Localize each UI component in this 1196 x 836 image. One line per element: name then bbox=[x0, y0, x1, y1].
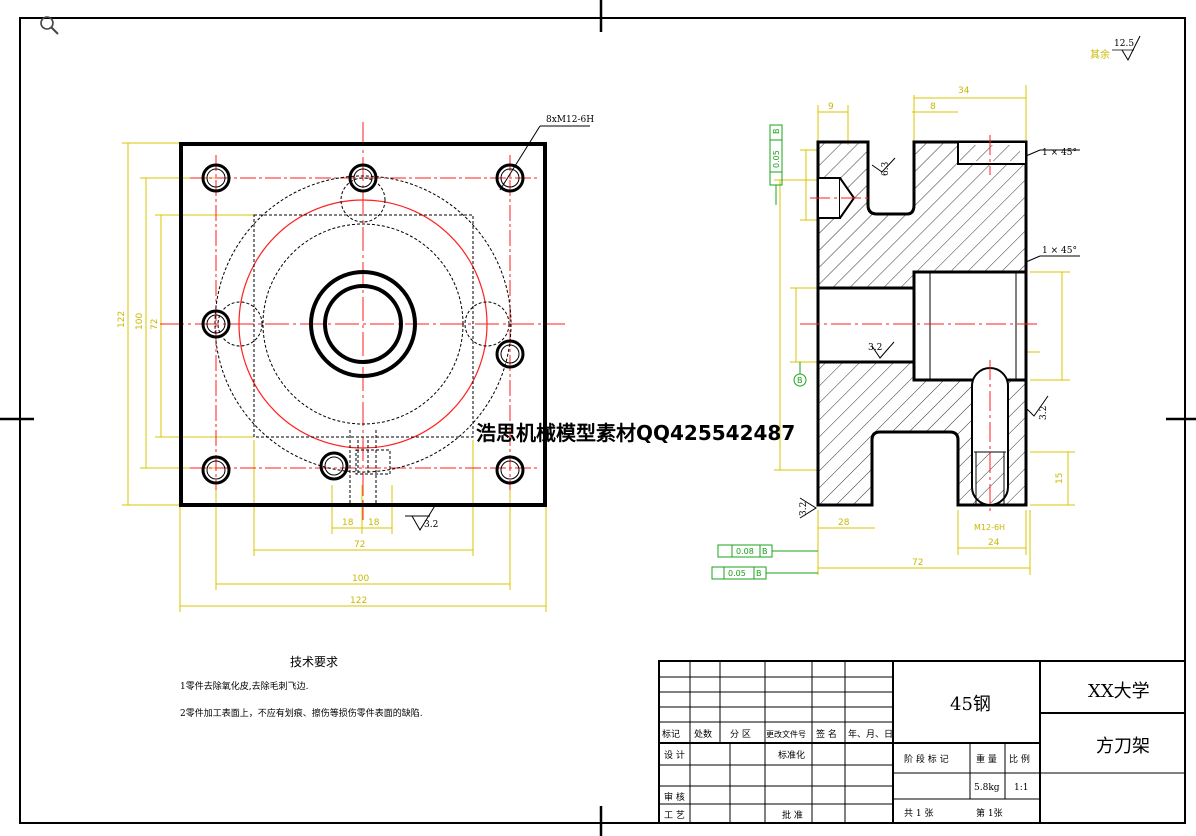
tol-mid-datum: B bbox=[762, 547, 768, 556]
svg-text:8xM12-6H: 8xM12-6H bbox=[546, 115, 594, 125]
tol-bot-datum: B bbox=[756, 569, 762, 578]
tol-top-datum: B bbox=[772, 129, 781, 135]
svg-text:标准化: 标准化 bbox=[778, 749, 805, 761]
tech-req-2: 2零件加工表面上，不应有划痕、擦伤等损伤零件表面的缺陷. bbox=[180, 707, 423, 719]
technical-requirements: 技术要求 1零件去除氧化皮,去除毛刺飞边. 2零件加工表面上，不应有划痕、擦伤等… bbox=[180, 655, 423, 719]
title-block-text: 45钢 XX大学 方刀架 标记 处数 分 区 更改文件号 签 名 年、月、日 设… bbox=[662, 681, 1150, 821]
svg-text:处数: 处数 bbox=[694, 728, 712, 740]
magnifier-icon bbox=[40, 16, 59, 35]
svg-text:24: 24 bbox=[988, 538, 1000, 548]
bolt-holes bbox=[201, 163, 525, 485]
svg-text:100: 100 bbox=[352, 574, 369, 584]
svg-text:9: 9 bbox=[828, 102, 834, 112]
svg-text:72: 72 bbox=[354, 540, 365, 550]
svg-text:1:1: 1:1 bbox=[1014, 783, 1028, 793]
svg-text:比 例: 比 例 bbox=[1009, 753, 1030, 765]
svg-text:年、月、日: 年、月、日 bbox=[848, 728, 893, 740]
side-center-lines bbox=[800, 135, 1040, 515]
svg-text:阶 段 标 记: 阶 段 标 记 bbox=[904, 753, 949, 765]
front-roughness-symbol: 3.2 bbox=[405, 503, 438, 531]
side-dimension-labels: 34 9 8 28 72 24 15 M12-6H bbox=[828, 86, 1065, 568]
central-bore bbox=[309, 270, 417, 378]
tolerance-frames bbox=[711, 124, 818, 580]
hole-callout: 8xM12-6H bbox=[499, 115, 594, 191]
svg-text:标记: 标记 bbox=[662, 728, 680, 740]
svg-text:M12-6H: M12-6H bbox=[974, 523, 1005, 532]
datum-marker: B bbox=[797, 376, 803, 385]
svg-text:72: 72 bbox=[150, 319, 160, 330]
svg-text:签 名: 签 名 bbox=[816, 728, 837, 740]
side-roughness-symbols bbox=[799, 157, 1049, 519]
svg-text:共 1 张: 共 1 张 bbox=[904, 808, 933, 819]
school-name: XX大学 bbox=[1088, 681, 1150, 702]
svg-text:18: 18 bbox=[368, 518, 380, 528]
svg-text:更改文件号: 更改文件号 bbox=[766, 729, 806, 739]
front-plate-outline bbox=[179, 142, 547, 507]
svg-text:第 1张: 第 1张 bbox=[976, 807, 1003, 819]
tol-top-value: 0.05 bbox=[772, 150, 781, 168]
side-section-view: 34 9 8 28 72 24 15 M12-6H bbox=[711, 85, 1080, 580]
tech-heading: 技术要求 bbox=[290, 655, 338, 669]
svg-text:批 准: 批 准 bbox=[782, 809, 803, 821]
material-label: 45钢 bbox=[950, 694, 991, 715]
tol-bot-value: 0.05 bbox=[728, 569, 746, 578]
tol-mid-value: 0.08 bbox=[736, 547, 754, 556]
svg-text:工 艺: 工 艺 bbox=[664, 810, 685, 821]
tech-req-1: 1零件去除氧化皮,去除毛刺飞边. bbox=[180, 680, 309, 692]
front-dimension-labels: 122 100 72 18 18 122 100 72 bbox=[117, 311, 380, 606]
roughness-d: 3.2 bbox=[799, 502, 809, 516]
chamfer-callouts bbox=[1025, 149, 1080, 263]
svg-text:122: 122 bbox=[350, 596, 367, 606]
front-dimension-lines bbox=[122, 142, 547, 612]
roughness-a: 6.3 bbox=[881, 161, 891, 176]
svg-text:8: 8 bbox=[930, 102, 936, 112]
svg-text:34: 34 bbox=[958, 86, 970, 96]
chamfer-top-label: 1 × 45° bbox=[1042, 148, 1077, 158]
roughness-c: 3.2 bbox=[1039, 406, 1049, 420]
svg-text:18: 18 bbox=[342, 518, 354, 528]
front-view: 122 100 72 18 18 122 100 72 bbox=[117, 115, 594, 612]
roughness-note-other: 其余 12.5 bbox=[1090, 35, 1141, 62]
svg-text:122: 122 bbox=[117, 311, 127, 328]
front-center-lines bbox=[160, 122, 565, 520]
svg-text:审 核: 审 核 bbox=[664, 791, 685, 803]
svg-text:12.5: 12.5 bbox=[1114, 39, 1134, 49]
part-name: 方刀架 bbox=[1096, 736, 1150, 757]
bore-cavity bbox=[816, 270, 1028, 382]
svg-text:设 计: 设 计 bbox=[664, 749, 685, 761]
front-hidden-lines bbox=[214, 175, 512, 505]
svg-text:分 区: 分 区 bbox=[730, 729, 751, 740]
svg-text:72: 72 bbox=[912, 558, 923, 568]
svg-text:其余: 其余 bbox=[1090, 48, 1110, 61]
svg-text:100: 100 bbox=[135, 313, 145, 330]
roughness-b: 3.2 bbox=[868, 343, 882, 353]
svg-text:28: 28 bbox=[838, 518, 850, 528]
svg-text:5.8kg: 5.8kg bbox=[974, 783, 1000, 793]
title-block bbox=[658, 660, 1186, 824]
svg-text:重 量: 重 量 bbox=[976, 753, 997, 765]
svg-text:3.2: 3.2 bbox=[424, 520, 438, 530]
zoom-button[interactable] bbox=[38, 14, 62, 38]
chamfer-mid-label: 1 × 45° bbox=[1042, 246, 1077, 256]
svg-text:15: 15 bbox=[1055, 473, 1065, 484]
watermark-text: 浩思机械模型素材QQ425542487 bbox=[476, 421, 795, 445]
side-dimension-lines bbox=[774, 85, 1075, 575]
